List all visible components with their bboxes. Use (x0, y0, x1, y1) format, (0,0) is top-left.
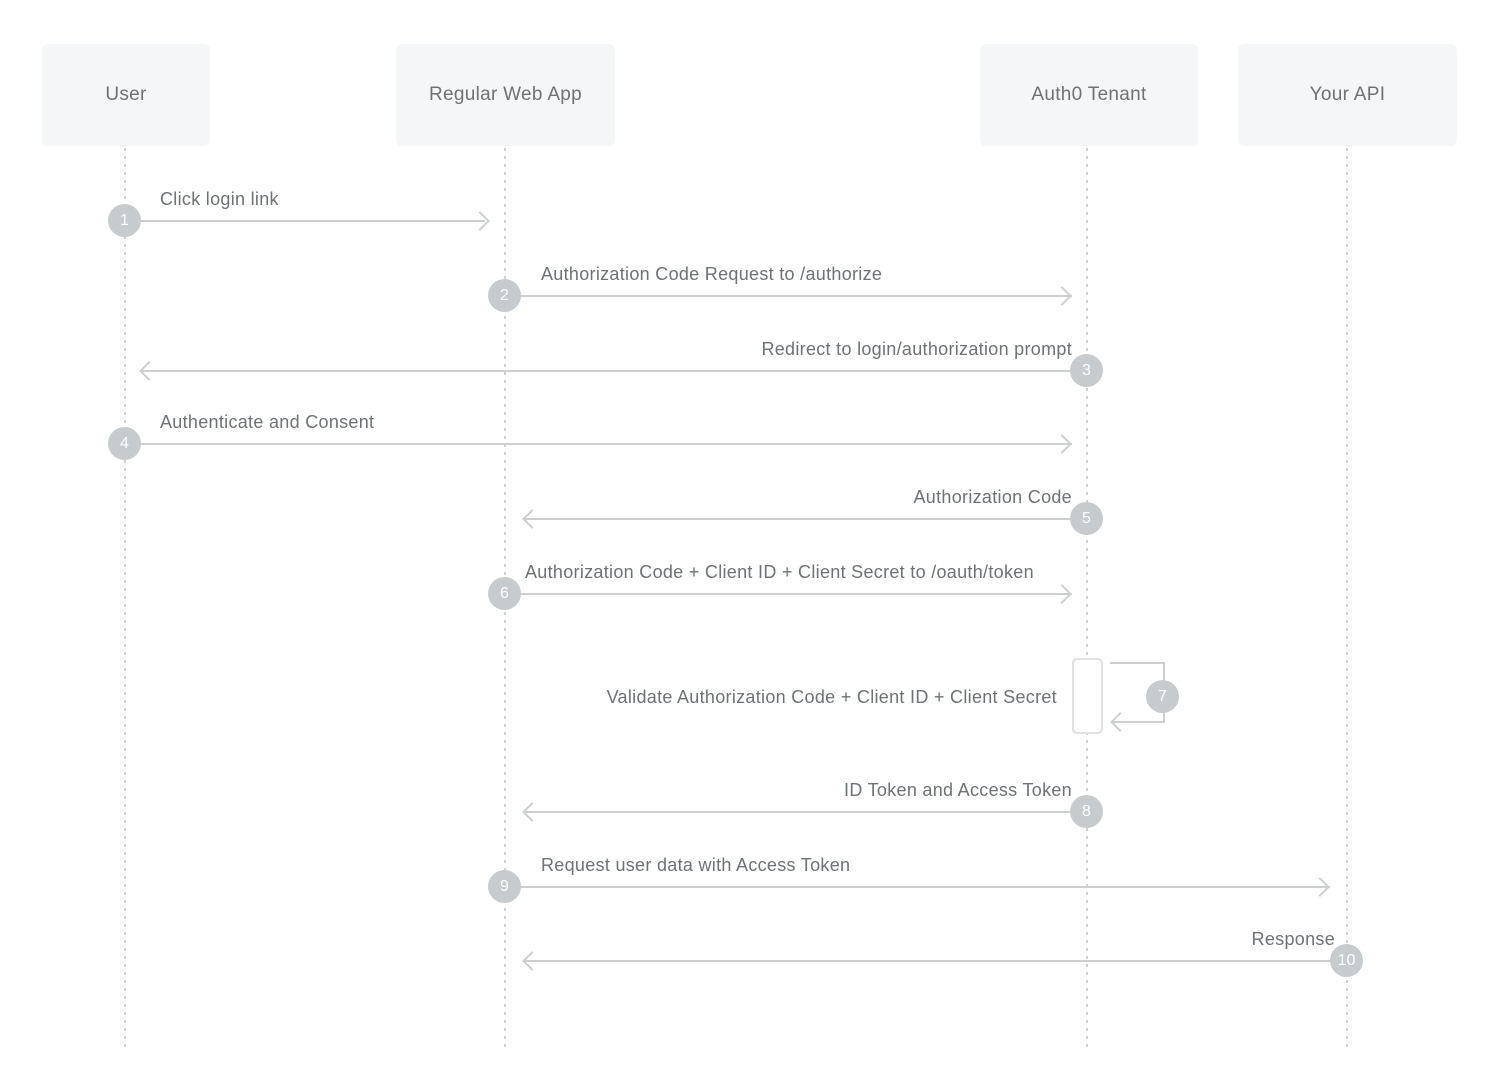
arrow-right-icon (1052, 434, 1072, 454)
arrow-left-icon (522, 509, 542, 529)
step-5-badge: 5 (1070, 502, 1103, 535)
message-3-label: Redirect to login/authorization prompt (761, 339, 1072, 359)
message-8-line (523, 811, 1087, 813)
message-4-label: Authenticate and Consent (160, 412, 375, 432)
self-loop-bottom-line (1112, 721, 1165, 723)
message-7-label: Validate Authorization Code + Client ID … (606, 687, 1057, 707)
actor-label: Your API (1309, 84, 1386, 105)
step-7-badge: 7 (1146, 680, 1179, 713)
message-1-line (125, 220, 485, 222)
step-10-badge: 10 (1330, 944, 1363, 977)
actor-box-auth0-tenant: Auth0 Tenant (980, 44, 1198, 146)
step-3-badge: 3 (1070, 354, 1103, 387)
actor-box-your-api: Your API (1238, 44, 1457, 146)
step-6-badge: 6 (488, 577, 521, 610)
lifeline-your-api (1346, 148, 1348, 1051)
actor-label: Regular Web App (428, 84, 583, 105)
message-2-line (505, 295, 1072, 297)
arrow-right-icon (1052, 286, 1072, 306)
actor-box-regular-web-app: Regular Web App (396, 44, 615, 146)
step-1-badge: 1 (108, 204, 141, 237)
message-10-label: Response (1251, 929, 1335, 949)
step-2-badge: 2 (488, 279, 521, 312)
message-3-line (140, 370, 1087, 372)
message-5-line (523, 518, 1087, 520)
message-4-line (125, 443, 1072, 445)
arrow-left-icon (522, 951, 542, 971)
message-8-label: ID Token and Access Token (844, 780, 1072, 800)
message-9-line (505, 886, 1330, 888)
message-6-line (505, 593, 1072, 595)
arrow-right-icon (1052, 584, 1072, 604)
message-1-label: Click login link (160, 189, 279, 209)
actor-label: User (105, 84, 147, 105)
message-10-line (523, 960, 1347, 962)
arrow-left-icon (139, 361, 159, 381)
message-6-label: Authorization Code + Client ID + Client … (525, 562, 1034, 582)
activation-box (1072, 658, 1103, 734)
step-4-badge: 4 (108, 427, 141, 460)
lifeline-user (124, 148, 126, 1051)
arrow-left-icon (522, 802, 542, 822)
step-8-badge: 8 (1070, 795, 1103, 828)
step-9-badge: 9 (488, 870, 521, 903)
message-2-label: Authorization Code Request to /authorize (541, 264, 883, 284)
arrow-left-icon (1110, 712, 1130, 732)
message-5-label: Authorization Code (913, 487, 1072, 507)
arrow-right-icon (1310, 877, 1330, 897)
actor-box-user: User (42, 44, 210, 146)
arrow-right-icon (470, 211, 490, 231)
lifeline-auth0-tenant (1086, 148, 1088, 1051)
self-loop-top-line (1110, 662, 1165, 664)
message-9-label: Request user data with Access Token (541, 855, 851, 875)
actor-label: Auth0 Tenant (1031, 84, 1147, 105)
